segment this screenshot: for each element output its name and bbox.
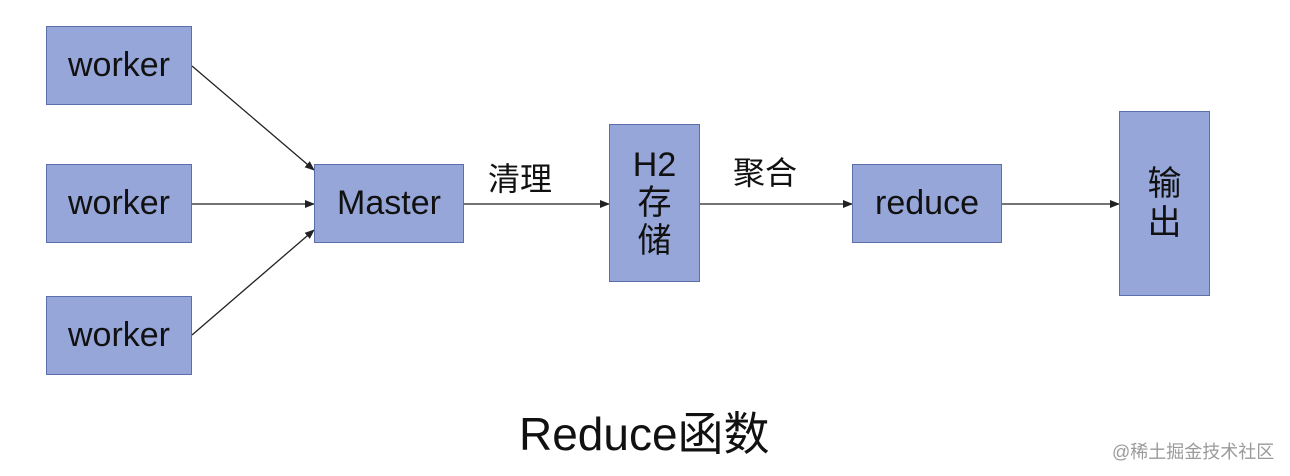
arrow-worker-3-to-master bbox=[191, 229, 315, 336]
h2-storage-label-line-1: H2 bbox=[632, 145, 677, 184]
worker-node-3: worker bbox=[46, 296, 192, 375]
edge-label-aggregate: 聚合 bbox=[733, 155, 798, 191]
master-node: Master bbox=[314, 164, 464, 243]
worker-node-1: worker bbox=[46, 26, 192, 105]
diagram-caption: Reduce函数 bbox=[519, 408, 770, 460]
output-label-line-1: 输 bbox=[1147, 165, 1182, 204]
edge-label-clean: 清理 bbox=[488, 161, 553, 197]
h2-storage-label-line-3: 储 bbox=[637, 222, 672, 261]
worker-node-2-label: worker bbox=[67, 184, 171, 223]
master-node-label: Master bbox=[337, 184, 441, 223]
worker-node-1-label: worker bbox=[67, 46, 171, 85]
worker-node-2: worker bbox=[46, 164, 192, 243]
watermark: @稀土掘金技术社区 bbox=[1112, 442, 1275, 462]
worker-node-3-label: worker bbox=[67, 316, 171, 355]
h2-storage-node: H2 存 储 bbox=[609, 124, 700, 282]
output-node: 输 出 bbox=[1119, 111, 1210, 296]
h2-storage-label-line-2: 存 bbox=[637, 183, 672, 222]
output-label-line-2: 出 bbox=[1147, 203, 1182, 242]
arrow-worker-1-to-master bbox=[191, 65, 315, 171]
reduce-node-label: reduce bbox=[875, 184, 979, 223]
reduce-node: reduce bbox=[852, 164, 1002, 243]
